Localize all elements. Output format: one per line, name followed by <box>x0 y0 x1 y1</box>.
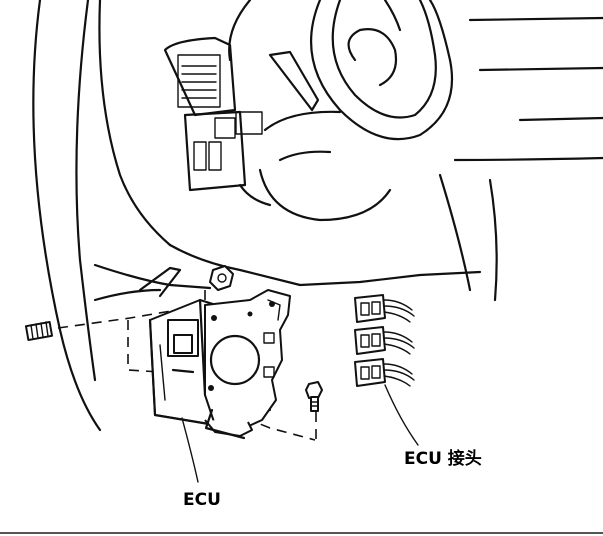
connector-top <box>354 294 415 323</box>
connector-middle <box>354 326 415 355</box>
ecu-bracket <box>204 289 291 440</box>
bolt-bracket <box>305 381 323 412</box>
connector-bottom <box>354 358 415 387</box>
ecu-connector-leader-line <box>384 384 419 446</box>
ecu-label: ECU <box>183 490 221 510</box>
ecu-connector-label: ECU 接头 <box>404 448 482 469</box>
center-console <box>163 36 272 207</box>
dashboard <box>93 0 603 302</box>
nut <box>209 265 234 291</box>
ecu-leader-line <box>181 417 199 483</box>
steering-wheel <box>228 0 454 222</box>
ecu-connectors <box>354 294 415 387</box>
door-pillar <box>32 0 102 432</box>
bolt-left <box>24 321 54 341</box>
